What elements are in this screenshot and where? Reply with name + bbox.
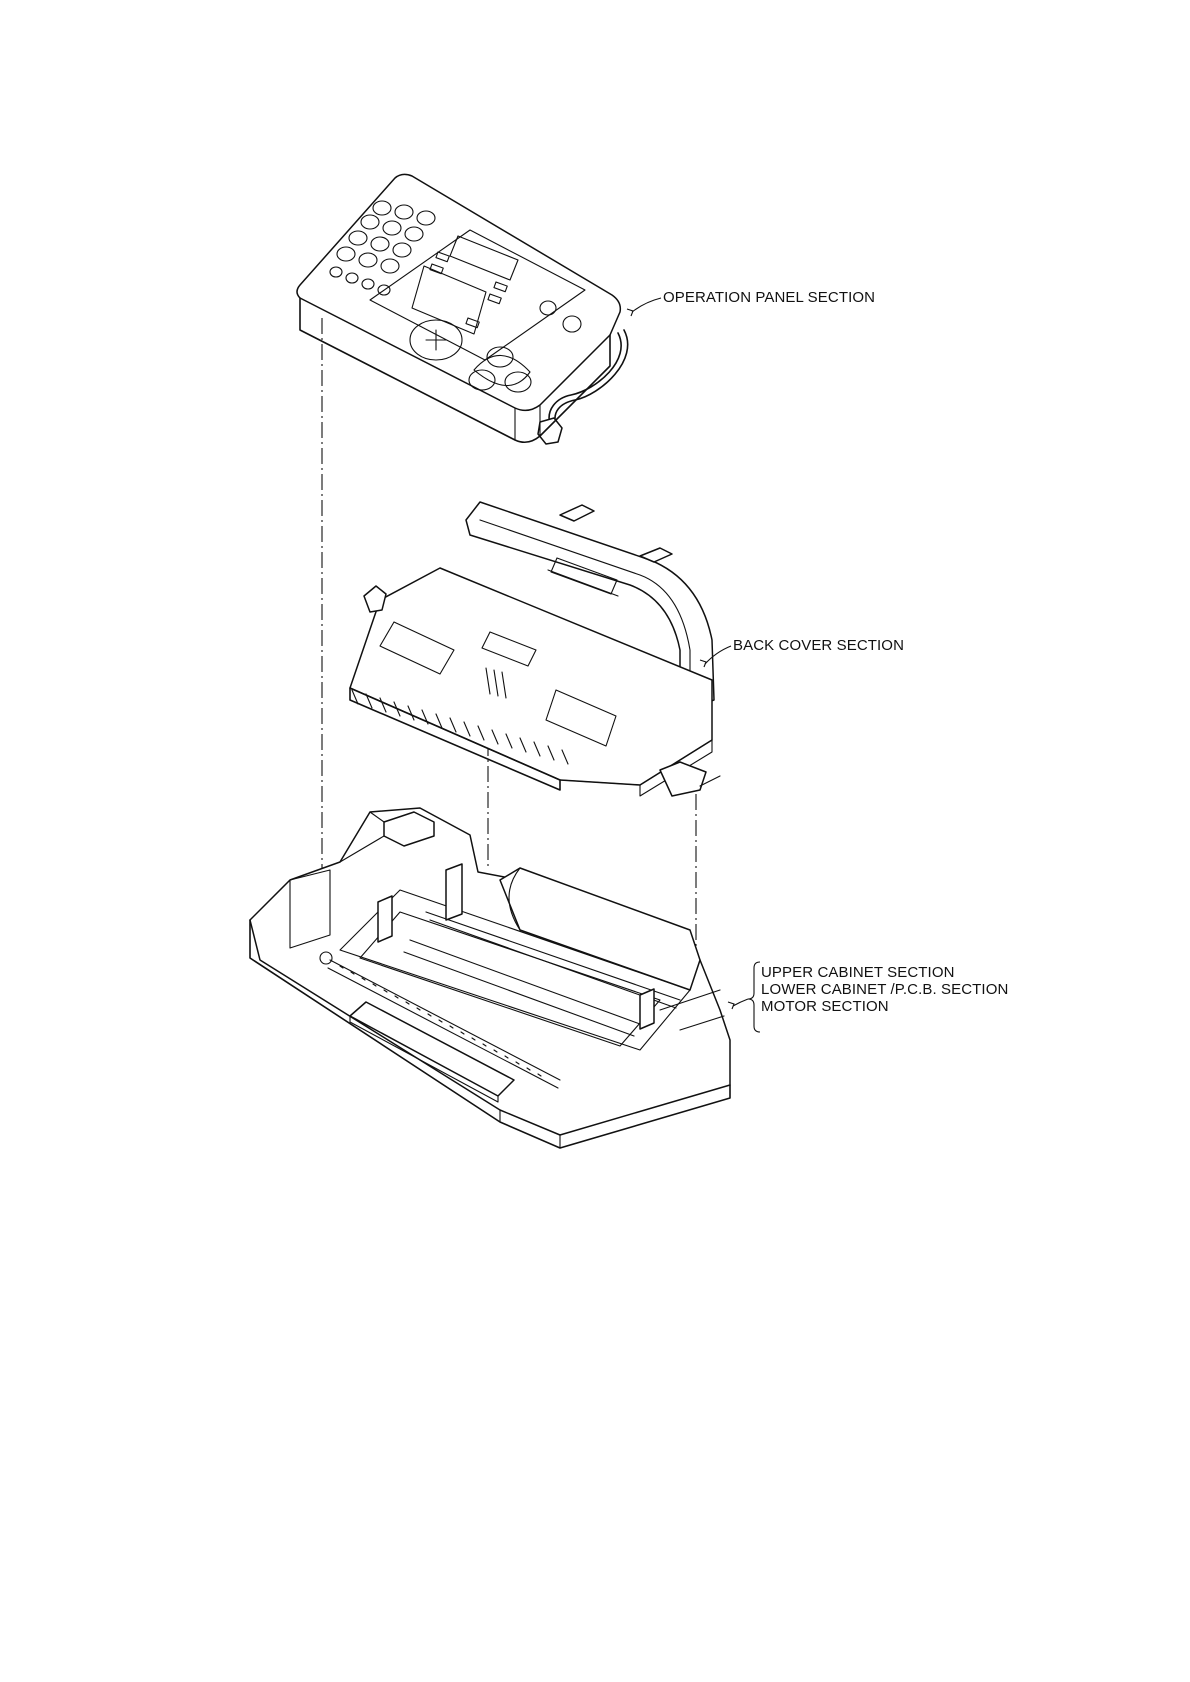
- back-cover-section-label: BACK COVER SECTION: [733, 637, 904, 654]
- back-cover-drawing: [350, 502, 720, 796]
- operation-panel-section-label: OPERATION PANEL SECTION: [663, 289, 875, 306]
- motor-section-label: MOTOR SECTION: [761, 998, 1008, 1015]
- operation-panel-drawing: [297, 174, 628, 444]
- lower-cabinet-pcb-section-label: LOWER CABINET /P.C.B. SECTION: [761, 981, 1008, 998]
- cabinet-motor-section-labels: UPPER CABINET SECTION LOWER CABINET /P.C…: [761, 964, 1008, 1015]
- upper-cabinet-section-label: UPPER CABINET SECTION: [761, 964, 1008, 981]
